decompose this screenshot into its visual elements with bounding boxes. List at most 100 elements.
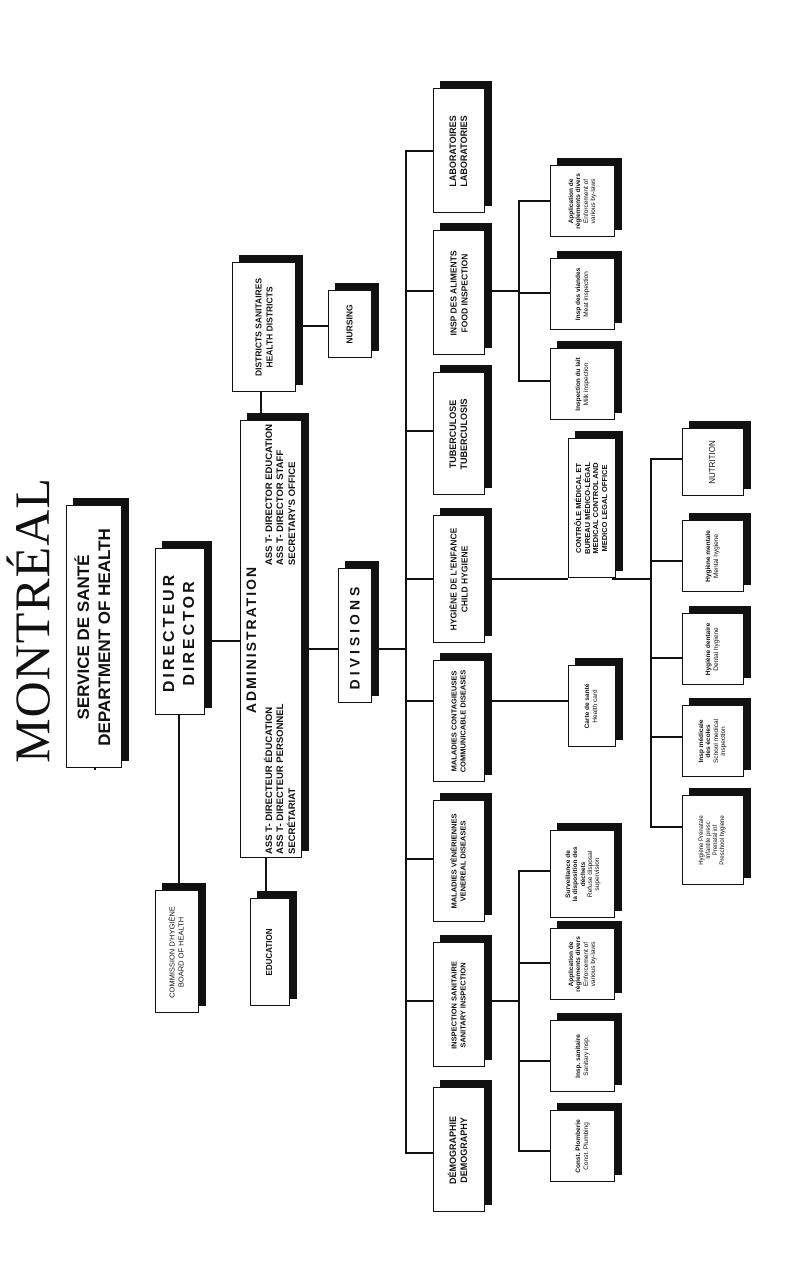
districts-box: DISTRICTS SANITAIRES HEALTH DISTRICTS <box>232 262 296 392</box>
directeur-label-en: DIRECTOR <box>181 577 198 686</box>
ecoles-line-4: inspection <box>720 726 728 756</box>
insp-sanitaire-box: Insp. sanitaire Sanitary insp. <box>550 1020 615 1092</box>
carte-label-en: Health card <box>592 689 599 723</box>
medico-legal-box: CONTRÔLE MÉDICAL ET BUREAU MÉDICO-LÉGAL … <box>568 438 616 578</box>
admin-left-line-1: ASS T- DIRECTEUR ÉDUCATION <box>263 706 275 854</box>
administration-box: ADMINISTRATION ASS T- DIRECTEUR ÉDUCATIO… <box>240 420 302 858</box>
contagieuses-box: MALADIES CONTAGIEUSES COMMUNICABLE DISEA… <box>433 660 485 782</box>
demographie-box: DÉMOGRAPHIE DEMOGRAPHY <box>433 1087 485 1212</box>
commission-label-fr: COMMISSION D'HYGIÈNE <box>167 905 177 998</box>
insp-sanitaire-label-en: Sanitary insp. <box>582 1036 590 1076</box>
dentaire-box: Hygiène dentaire Dental hygiene <box>682 613 744 685</box>
nursing-box: NURSING <box>328 290 372 358</box>
enfance-label-fr: HYGIÈNE DE L'ENFANCE <box>448 527 459 631</box>
admin-left-line-2: ASS T- DIRECTEUR PERSONNEL <box>275 703 287 854</box>
prenatale-box: Hygiène Prénatale Infantile presc Prenat… <box>682 795 744 885</box>
nutrition-label: NUTRITION <box>708 440 717 484</box>
sanitaire-label-en: SANITARY INSPECTION <box>459 961 468 1048</box>
service-box: SERVICE DE SANTÉ DEPARTMENT OF HEALTH <box>66 505 122 768</box>
mentale-label-fr: Hygiène mentale <box>704 530 712 582</box>
divisions-label: DIVISIONS <box>346 582 363 689</box>
laboratoires-box: LABORATOIRES LABORATORIES <box>433 88 485 213</box>
tuberculose-label-en: TUBERCULOSIS <box>459 397 469 470</box>
aliments-label-en: FOOD INSPECTION <box>459 253 469 332</box>
prenatale-line-3: Prenatal inf <box>713 824 719 856</box>
prenatale-line-4: Preschool hygiene <box>719 815 726 865</box>
admin-right-line-2: ASS T- DIRECTOR STAFF <box>275 449 287 566</box>
plomberie-label-en: Const. Plumbing <box>582 1122 590 1170</box>
plomberie-label-fr: Const. Plomberie <box>574 1119 582 1173</box>
dechets-box: Surveillance de la disposition des déche… <box>550 830 615 918</box>
demographie-label-fr: DÉMOGRAPHIE <box>447 1115 458 1184</box>
nursing-label: NURSING <box>344 304 355 344</box>
sanitary-bylaws-box: Application de règlements divers Enforce… <box>550 928 615 1000</box>
lait-label-fr: Inspection du lait <box>574 357 582 411</box>
service-label-fr: SERVICE DE SANTÉ <box>73 554 93 720</box>
plomberie-box: Const. Plomberie Const. Plumbing <box>550 1110 615 1182</box>
districts-label-fr: DISTRICTS SANITAIRES <box>253 277 264 377</box>
medico-line-4: MEDICO LEGAL OFFICE <box>599 464 609 552</box>
contagieuses-label-fr: MALADIES CONTAGIEUSES <box>449 670 459 772</box>
sanitaire-box: INSPECTION SANITAIRE SANITARY INSPECTION <box>433 942 485 1067</box>
education-box: EDUCATION <box>250 898 290 1006</box>
carte-label-fr: Carte de santé <box>583 683 591 729</box>
veneriennes-box: MALADIES VÉNÉRIENNES VENEREAL DISEASES <box>433 800 485 922</box>
service-label-en: DEPARTMENT OF HEALTH <box>95 527 114 746</box>
commission-label-en: BOARD OF HEALTH <box>177 916 186 987</box>
food-bylaws-box: Application de règlements divers Enforce… <box>550 165 615 237</box>
dentaire-label-en: Dental hygiene <box>713 627 720 671</box>
viandes-box: Insp des viandes Meat inspection <box>550 258 615 330</box>
food-bylaws-line-1: Application de <box>567 178 575 224</box>
dechets-line-3: déchets <box>578 861 586 887</box>
insp-sanitaire-label-fr: Insp. sanitaire <box>574 1034 582 1078</box>
dechets-line-1: Surveillance de <box>564 850 572 898</box>
ecoles-line-2: des écoles <box>705 724 713 758</box>
viandes-label-fr: Insp des viandes <box>574 267 582 321</box>
admin-right-line-3: SECRETARY'S OFFICE <box>287 461 299 566</box>
food-bylaws-line-2: règlements divers <box>575 173 583 229</box>
admin-left-line-3: SECRÉTARIAT <box>287 787 299 854</box>
admin-title: ADMINISTRATION <box>242 564 259 714</box>
demographie-label-en: DEMOGRAPHY <box>459 1116 469 1183</box>
food-bylaws-line-3: Enforcement of <box>582 178 590 224</box>
viandes-label-en: Meat inspection <box>582 271 590 317</box>
lait-label-en: Milk inspection <box>582 362 590 406</box>
sanitary-bylaws-line-1: Application de <box>567 941 575 987</box>
divisions-box: DIVISIONS <box>338 568 372 703</box>
tuberculose-label-fr: TUBERCULOSE <box>447 399 458 468</box>
directeur-label-fr: DIRECTEUR <box>161 571 178 692</box>
dentaire-label-fr: Hygiène dentaire <box>704 622 712 676</box>
page-title: MONTRÉAL <box>2 470 62 770</box>
sanitary-bylaws-line-2: règlements divers <box>575 936 583 992</box>
carte-box: Carte de santé Health card <box>568 665 616 747</box>
dechets-line-5: supervision <box>593 857 601 891</box>
veneriennes-label-fr: MALADIES VÉNÉRIENNES <box>449 813 459 909</box>
sanitaire-label-fr: INSPECTION SANITAIRE <box>449 960 459 1049</box>
aliments-box: INSP DES ALIMENTS FOOD INSPECTION <box>433 230 485 355</box>
dechets-line-4: Refuse disposal <box>586 850 594 898</box>
food-bylaws-line-4: various by-laws <box>589 178 597 224</box>
laboratoires-label-en: LABORATORIES <box>459 114 469 187</box>
enfance-label-en: CHILD HYGIENE <box>459 545 469 613</box>
admin-right-line-1: ASS T- DIRECTOR EDUCATION <box>263 424 275 566</box>
tuberculose-box: TUBERCULOSE TUBERCULOSIS <box>433 372 485 495</box>
ecoles-line-1: Insp médicale <box>698 719 706 763</box>
districts-label-en: HEALTH DISTRICTS <box>264 286 274 368</box>
directeur-box: DIRECTEUR DIRECTOR <box>155 548 205 715</box>
mentale-label-en: Mental hygiene <box>713 533 720 579</box>
nutrition-box: NUTRITION <box>682 428 744 496</box>
ecoles-line-3: School medical <box>713 718 720 764</box>
lait-box: Inspection du lait Milk inspection <box>550 348 615 420</box>
prenatale-line-2: Infantile presc <box>706 821 713 859</box>
sanitary-bylaws-line-4: various by-laws <box>589 941 597 987</box>
education-label: EDUCATION <box>265 928 274 976</box>
contagieuses-label-en: COMMUNICABLE DISEASES <box>459 669 468 773</box>
dechets-line-2: la disposition des <box>571 846 579 902</box>
prenatale-line-1: Hygiène Prénatale <box>699 815 706 865</box>
ecoles-box: Insp médicale des écoles School medical … <box>682 705 744 777</box>
mentale-box: Hygiène mentale Mental hygiene <box>682 520 744 592</box>
commission-box: COMMISSION D'HYGIÈNE BOARD OF HEALTH <box>155 890 199 1013</box>
title-text: MONTRÉAL <box>3 477 60 763</box>
veneriennes-label-en: VENEREAL DISEASES <box>459 820 468 902</box>
aliments-label-fr: INSP DES ALIMENTS <box>448 249 459 336</box>
